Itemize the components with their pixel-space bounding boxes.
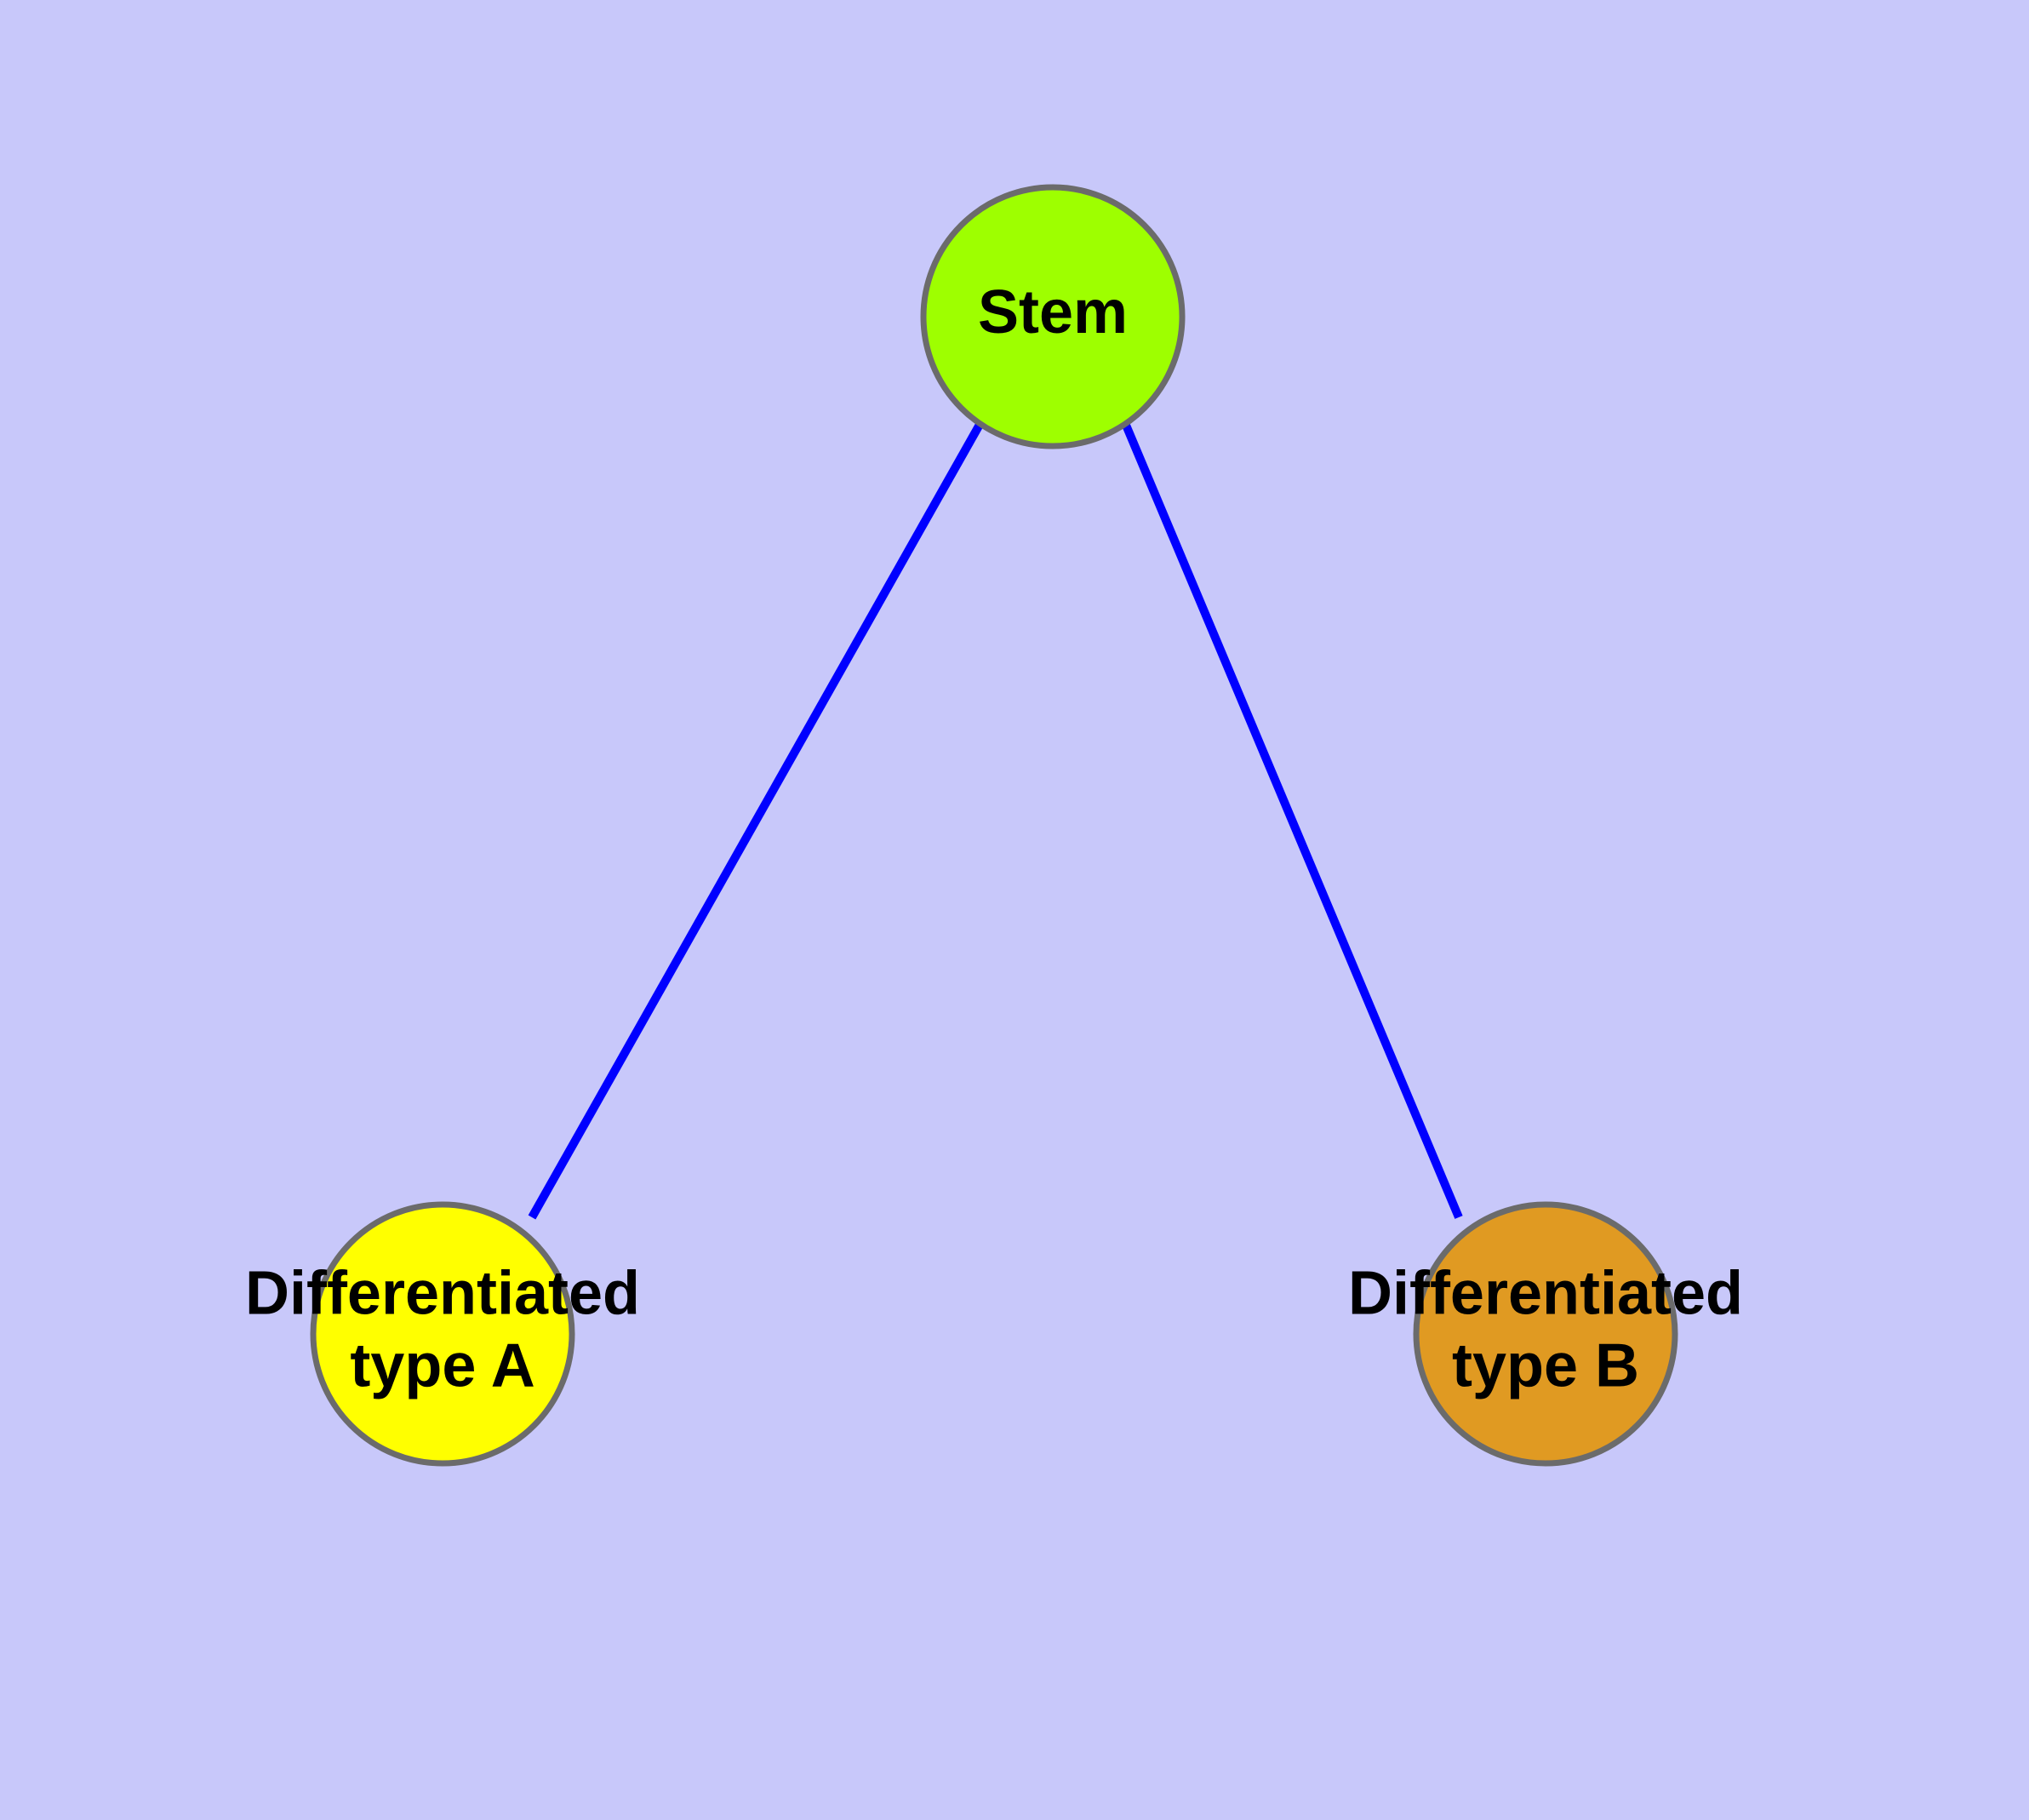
node-label-stem: Stem (978, 278, 1128, 346)
node-label-line: Differentiated (245, 1260, 640, 1328)
node-label-line: Differentiated (1348, 1260, 1743, 1328)
node-diff_b[interactable] (1413, 1201, 1678, 1467)
node-label-line: type A (350, 1331, 534, 1399)
node-label-line: type B (1452, 1331, 1639, 1399)
edges-group (528, 421, 1463, 1220)
nodes-group (310, 184, 1678, 1467)
node-stem[interactable] (920, 184, 1186, 449)
edge-stem-to-diff-a[interactable] (528, 421, 985, 1220)
node-label-line: Stem (978, 278, 1128, 346)
node-diff_a[interactable] (310, 1201, 575, 1467)
edge-stem-to-diff-b[interactable] (1121, 421, 1463, 1219)
